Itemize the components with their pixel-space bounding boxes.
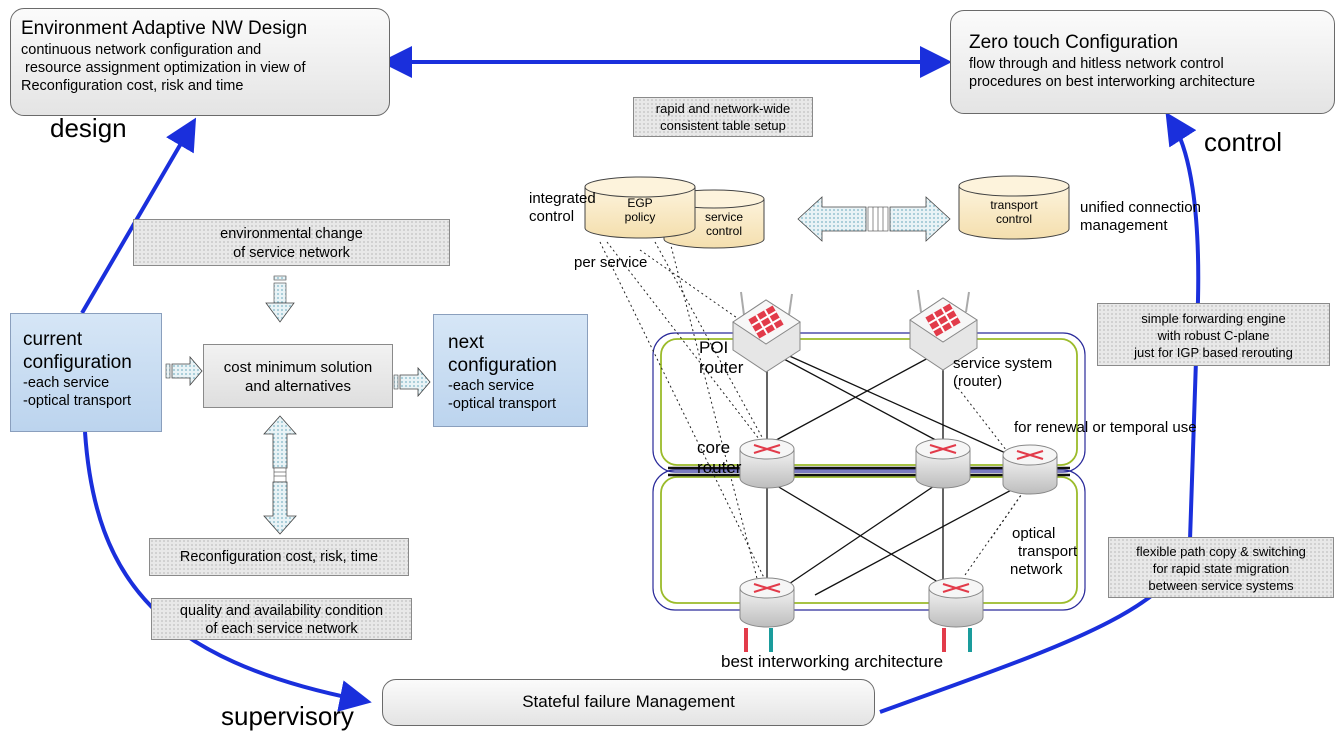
design-box-line-3: Reconfiguration cost, risk and time: [21, 78, 244, 94]
design-box-line-1: continuous network configuration and: [21, 42, 262, 58]
cost-minimum-line-2: and alternatives: [245, 378, 351, 395]
design-box-title: Environment Adaptive NW Design: [21, 18, 308, 39]
unified-connection-line-1: unified connection: [1080, 199, 1201, 216]
next-config-item-1: -each service: [448, 378, 535, 394]
design-label: design: [50, 113, 127, 143]
current-config-item-2: -optical transport: [23, 393, 131, 409]
egp-policy-label: EGP policy: [610, 196, 670, 224]
temporal-router: [1002, 444, 1058, 495]
service-control-line-2: control: [705, 224, 743, 238]
simple-forwarding-line-1: simple forwarding engine: [1141, 311, 1286, 326]
core-router-line-2: router: [697, 458, 742, 477]
service-control-label: service control: [694, 210, 754, 238]
service-system-line-2: (router): [953, 373, 1003, 390]
egp-policy-line-1: EGP: [627, 196, 653, 210]
optical-transport-line-2: transport: [1018, 543, 1078, 560]
unified-connection-label: unified connection management: [1080, 199, 1201, 235]
transport-control-label: transport control: [981, 198, 1047, 226]
env-change-line-1: environmental change: [220, 226, 363, 242]
service-control-line-1: service: [704, 210, 743, 224]
service-system-router-device: [909, 289, 978, 371]
egp-policy-line-2: policy: [624, 210, 656, 224]
rapid-setup-line-2: consistent table setup: [660, 118, 786, 133]
control-dotted-lines: [599, 241, 1036, 591]
simple-forwarding-note: simple forwarding engine with robust C-p…: [1097, 303, 1330, 366]
network-links: [766, 349, 1031, 596]
next-configuration-box: next configuration -each service -optica…: [433, 314, 588, 427]
poi-router-line-1: POI: [699, 338, 729, 357]
control-box-line-1: flow through and hitless network control: [969, 56, 1224, 72]
current-config-item-1: -each service: [23, 375, 110, 391]
cost-vertical-double-arrow: [263, 415, 297, 535]
integrated-control-line-2: control: [529, 208, 575, 225]
simple-forwarding-line-2: with robust C-plane: [1157, 328, 1270, 343]
service-system-line-1: service system: [953, 355, 1053, 372]
flexible-path-note: flexible path copy & switching for rapid…: [1108, 537, 1334, 598]
optical-network-ring: [652, 469, 1086, 611]
optical-router-right: [928, 577, 984, 628]
flexible-path-line-2: for rapid state migration: [1152, 561, 1290, 576]
flexible-path-line-3: between service systems: [1148, 578, 1294, 593]
best-interworking-label: best interworking architecture: [721, 652, 944, 671]
per-service-label: per service: [574, 254, 648, 271]
core-router-line-1: core: [697, 438, 731, 457]
optical-transport-line-1: optical: [1012, 525, 1056, 542]
integrated-control-line-1: integrated: [529, 190, 596, 207]
flexible-path-line-1: flexible path copy & switching: [1136, 544, 1306, 559]
current-configuration-box: current configuration -each service -opt…: [10, 313, 162, 432]
interface-stubs: [744, 628, 972, 652]
cost-minimum-line-1: cost minimum solution: [223, 359, 373, 376]
failure-management-box: Stateful failure Management: [382, 679, 875, 726]
integrated-control-label: integrated control: [529, 190, 596, 226]
rapid-setup-line-1: rapid and network-wide: [655, 101, 791, 116]
egp-policy-cylinder: [584, 176, 696, 239]
next-config-title-2: configuration: [448, 355, 557, 376]
reconfig-cost-text: Reconfiguration cost, risk, time: [179, 549, 379, 565]
failure-management-title: Stateful failure Management: [522, 692, 735, 711]
quality-line-2: of each service network: [205, 621, 358, 637]
poi-router-line-2: router: [699, 358, 744, 377]
design-box-line-2: resource assignment optimization in view…: [21, 60, 306, 76]
poi-router-device: [732, 291, 801, 373]
transport-control-line-2: control: [995, 212, 1033, 226]
next-config-title-1: next: [448, 332, 484, 353]
quality-note: quality and availability condition of ea…: [151, 598, 412, 640]
current-config-title-1: current: [23, 329, 83, 350]
optical-transport-line-3: network: [1010, 561, 1063, 578]
supervisory-label: supervisory: [221, 701, 354, 731]
reconfig-cost-note: Reconfiguration cost, risk, time: [149, 538, 409, 576]
poi-router-label: POI router: [699, 338, 743, 378]
next-config-item-2: -optical transport: [448, 396, 556, 412]
core-router-left: [739, 438, 795, 489]
control-box-line-2: procedures on best interworking architec…: [969, 74, 1256, 90]
optical-transport-label: optical transport network: [1006, 525, 1077, 579]
env-change-note: environmental change of service network: [133, 219, 450, 266]
unified-connection-line-2: management: [1080, 217, 1168, 234]
quality-line-1: quality and availability condition: [179, 603, 384, 619]
core-router-label: core router: [697, 438, 741, 478]
env-change-line-2: of service network: [233, 245, 350, 261]
service-system-label: service system (router): [953, 355, 1052, 391]
control-box: Zero touch Configuration flow through an…: [950, 10, 1335, 114]
transport-control-cylinder: [958, 175, 1070, 240]
transport-control-line-1: transport: [990, 198, 1038, 212]
cost-to-next-arrow: [393, 366, 431, 398]
optical-router-left: [739, 577, 795, 628]
rapid-setup-note: rapid and network-wide consistent table …: [633, 97, 813, 137]
design-box: Environment Adaptive NW Design continuou…: [10, 8, 390, 116]
service-network-ring: [652, 332, 1086, 473]
control-exchange-arrow: [797, 196, 951, 242]
control-box-title: Zero touch Configuration: [969, 32, 1179, 53]
current-config-title-2: configuration: [23, 352, 132, 373]
cost-minimum-box: cost minimum solution and alternatives: [203, 344, 393, 408]
env-change-down-arrow: [265, 275, 295, 323]
simple-forwarding-line-3: just for IGP based rerouting: [1134, 345, 1293, 360]
temporal-use-label: for renewal or temporal use: [1014, 419, 1197, 436]
core-router-middle: [915, 438, 971, 489]
control-label: control: [1204, 127, 1283, 157]
current-to-cost-arrow: [165, 355, 203, 387]
